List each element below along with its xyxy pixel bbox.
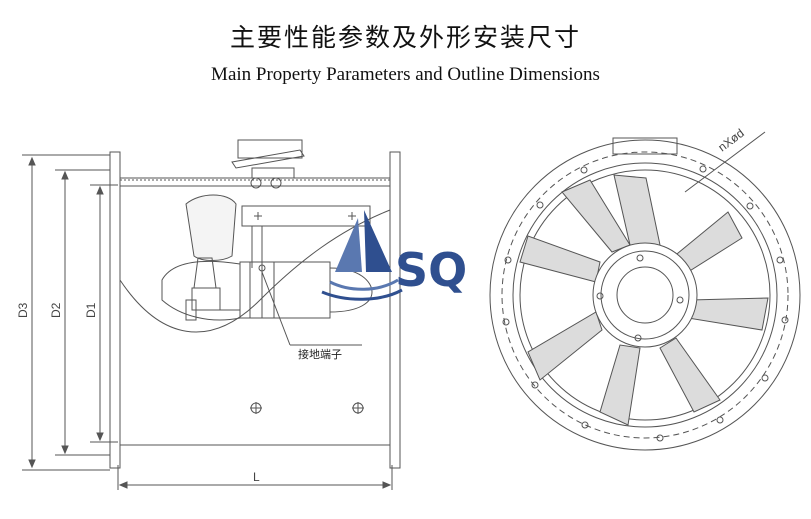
inner-casing-ring bbox=[512, 162, 778, 428]
label-d3: D3 bbox=[16, 302, 30, 318]
blade-7 bbox=[519, 235, 601, 283]
blade-5 bbox=[599, 344, 641, 426]
label-d2: D2 bbox=[49, 302, 63, 318]
motor-body bbox=[239, 261, 331, 319]
motor-mount-plate bbox=[241, 205, 371, 227]
blade-6 bbox=[527, 311, 603, 381]
front-junction-box bbox=[612, 137, 678, 155]
bolt-circle bbox=[501, 151, 789, 439]
label-ground-terminal: 接地端子 bbox=[298, 348, 342, 361]
cutaway-curve bbox=[119, 209, 391, 333]
page-title-english: Main Property Parameters and Outline Dim… bbox=[211, 64, 600, 85]
impeller-blades bbox=[519, 174, 769, 426]
terminal-leader-line bbox=[261, 271, 291, 346]
logo-sail-left bbox=[335, 218, 362, 272]
impeller-hub bbox=[592, 242, 698, 348]
junction-box bbox=[237, 139, 303, 159]
blade-3 bbox=[687, 297, 769, 331]
bolt-holes bbox=[502, 165, 789, 442]
logo-text: SQ bbox=[395, 243, 467, 297]
ground-terminal-screw bbox=[258, 264, 266, 272]
impeller-blade-side bbox=[185, 194, 237, 261]
company-logo: SQ bbox=[321, 210, 467, 301]
side-view bbox=[22, 139, 401, 490]
label-l: L bbox=[253, 470, 260, 484]
outer-flange-ring bbox=[489, 139, 801, 451]
label-hole-spec: nXød bbox=[715, 126, 746, 154]
motor-shaft-cover bbox=[616, 266, 674, 324]
logo-sail-right bbox=[364, 210, 392, 272]
front-view bbox=[489, 131, 801, 451]
hole-leader-line bbox=[684, 131, 766, 193]
right-flange bbox=[389, 151, 401, 469]
label-d1: D1 bbox=[84, 302, 98, 318]
left-flange bbox=[109, 151, 121, 469]
page-title-chinese: 主要性能参数及外形安装尺寸 bbox=[229, 23, 581, 52]
dimension-lines bbox=[22, 154, 393, 490]
blade-4 bbox=[659, 337, 721, 413]
